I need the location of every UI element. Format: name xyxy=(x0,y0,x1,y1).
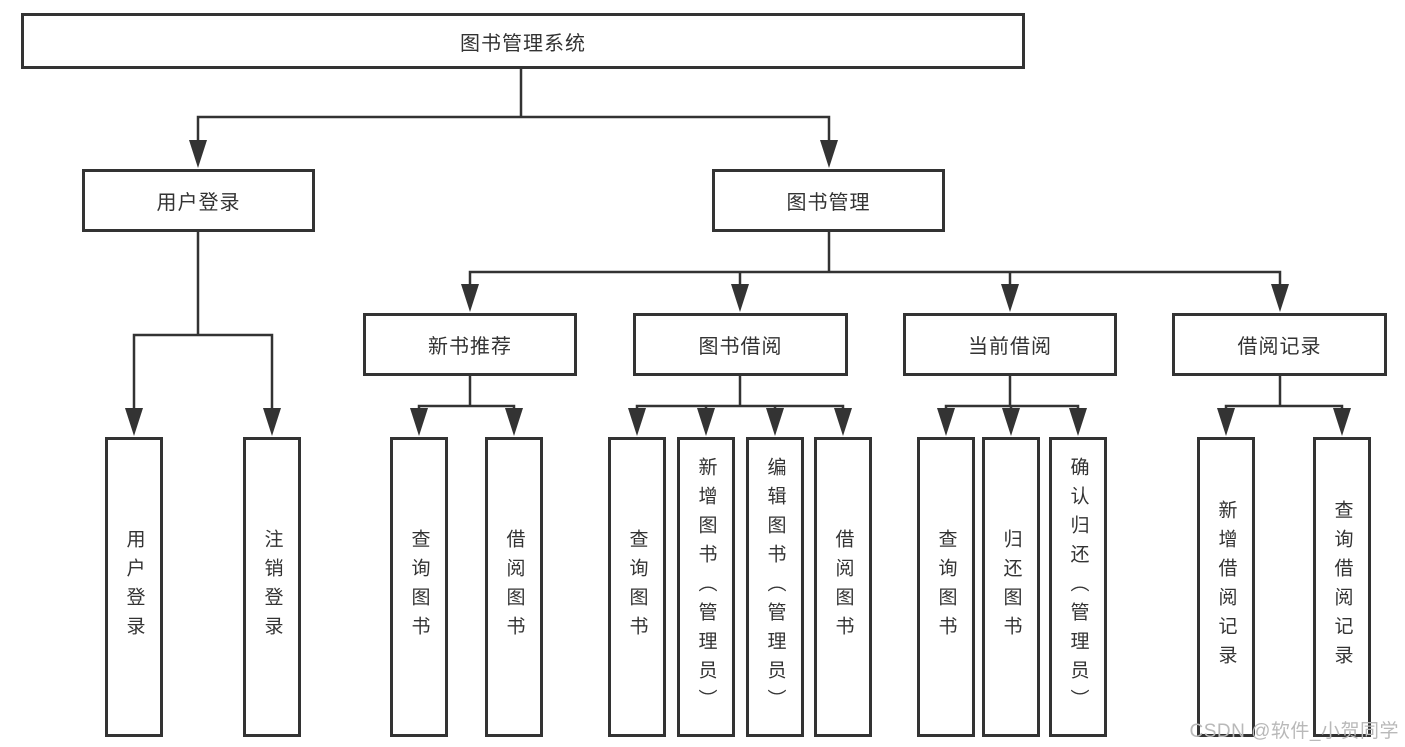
leaf-cb-query-books-label: 查询图书 xyxy=(935,529,957,645)
arrowhead-down-icon xyxy=(937,408,955,436)
leaf-bb-add-books-admin: 新增图书（管理员） xyxy=(677,437,735,737)
leaf-nbr-query-books-label: 查询图书 xyxy=(408,529,430,645)
leaf-nbr-query-books: 查询图书 xyxy=(390,437,448,737)
leaf-br-add-borrow-record: 新增借阅记录 xyxy=(1197,437,1255,737)
arrowhead-down-icon xyxy=(263,408,281,436)
node-current-borrow-label: 当前借阅 xyxy=(968,336,1052,358)
connector-line xyxy=(1224,404,1344,410)
leaf-logout: 注销登录 xyxy=(243,437,301,737)
arrowhead-down-icon xyxy=(1069,408,1087,436)
connector-line xyxy=(196,115,831,141)
leaf-br-add-borrow-record-label: 新增借阅记录 xyxy=(1215,500,1237,674)
leaf-bb-edit-books-admin: 编辑图书（管理员） xyxy=(746,437,804,737)
leaf-cb-query-books: 查询图书 xyxy=(917,437,975,737)
arrowhead-down-icon xyxy=(834,408,852,436)
leaf-bb-borrow-books-label: 借阅图书 xyxy=(832,529,854,645)
arrowhead-down-icon xyxy=(505,408,523,436)
arrowhead-down-icon xyxy=(731,284,749,312)
node-new-book-recommend-label: 新书推荐 xyxy=(428,336,512,358)
arrowhead-down-icon xyxy=(125,408,143,436)
node-new-book-recommend: 新书推荐 xyxy=(363,313,577,376)
leaf-bb-borrow-books: 借阅图书 xyxy=(814,437,872,737)
leaf-cb-confirm-return-admin-label: 确认归还（管理员） xyxy=(1067,456,1089,718)
arrowhead-down-icon xyxy=(628,408,646,436)
node-library-system-label: 图书管理系统 xyxy=(460,32,586,55)
node-current-borrow: 当前借阅 xyxy=(903,313,1117,376)
arrowhead-down-icon xyxy=(1333,408,1351,436)
connector-line xyxy=(635,404,845,410)
arrowhead-down-icon xyxy=(1002,408,1020,436)
leaf-logout-label: 注销登录 xyxy=(261,529,283,645)
arrowhead-down-icon xyxy=(1271,284,1289,312)
leaf-cb-return-books: 归还图书 xyxy=(982,437,1040,737)
node-book-borrow-label: 图书借阅 xyxy=(698,336,783,358)
arrowhead-down-icon xyxy=(410,408,428,436)
leaf-user-login-label: 用户登录 xyxy=(123,529,145,645)
arrowhead-down-icon xyxy=(461,284,479,312)
arrowhead-down-icon xyxy=(697,408,715,436)
node-user-login-label: 用户登录 xyxy=(156,192,241,214)
connector-line xyxy=(132,333,274,410)
leaf-br-query-borrow-record-label: 查询借阅记录 xyxy=(1331,500,1353,674)
leaf-cb-confirm-return-admin: 确认归还（管理员） xyxy=(1049,437,1107,737)
node-library-system: 图书管理系统 xyxy=(21,13,1025,69)
node-book-management-label: 图书管理 xyxy=(786,192,871,214)
node-book-management: 图书管理 xyxy=(712,169,945,232)
leaf-br-query-borrow-record: 查询借阅记录 xyxy=(1313,437,1371,737)
arrowhead-down-icon xyxy=(1217,408,1235,436)
leaf-bb-query-books-label: 查询图书 xyxy=(626,529,648,645)
csdn-watermark: CSDN @软件_小贺同学 xyxy=(1189,721,1399,742)
node-borrow-records-label: 借阅记录 xyxy=(1237,336,1322,358)
leaf-nbr-borrow-books-label: 借阅图书 xyxy=(503,529,525,645)
arrowhead-down-icon xyxy=(820,140,838,168)
node-borrow-records: 借阅记录 xyxy=(1172,313,1387,376)
node-book-borrow: 图书借阅 xyxy=(633,313,848,376)
leaf-user-login: 用户登录 xyxy=(105,437,163,737)
connector-line xyxy=(468,270,1282,286)
leaf-cb-return-books-label: 归还图书 xyxy=(1000,529,1022,645)
node-user-login: 用户登录 xyxy=(82,169,315,232)
leaf-bb-query-books: 查询图书 xyxy=(608,437,666,737)
leaf-nbr-borrow-books: 借阅图书 xyxy=(485,437,543,737)
arrowhead-down-icon xyxy=(1001,284,1019,312)
arrowhead-down-icon xyxy=(189,140,207,168)
arrowhead-down-icon xyxy=(766,408,784,436)
leaf-bb-add-books-admin-label: 新增图书（管理员） xyxy=(695,456,717,718)
leaf-bb-edit-books-admin-label: 编辑图书（管理员） xyxy=(764,456,786,718)
connector-line xyxy=(417,404,516,410)
